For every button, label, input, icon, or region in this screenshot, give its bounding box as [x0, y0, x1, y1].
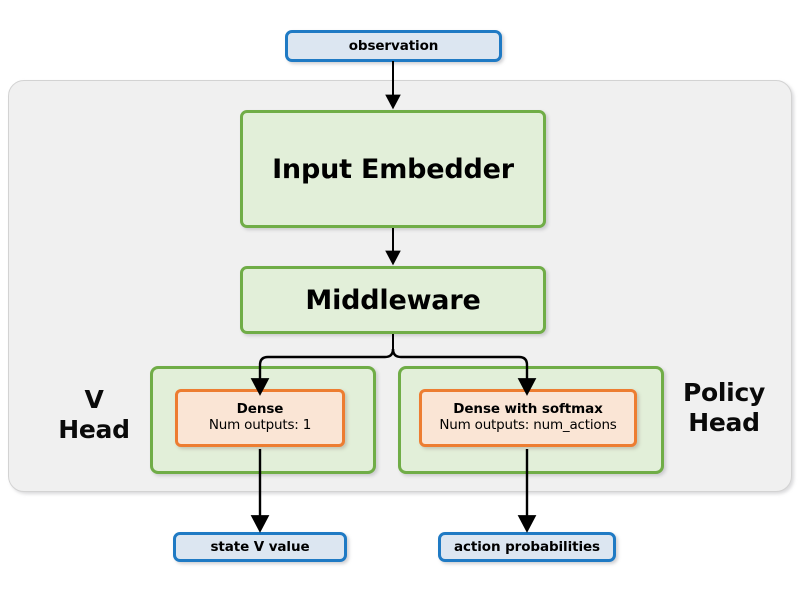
node-state-v-value[interactable]: state V value: [173, 532, 347, 562]
label-policy-head: Policy Head: [664, 378, 784, 437]
node-action-probabilities[interactable]: action probabilities: [438, 532, 616, 562]
label-v-head: V Head: [42, 385, 146, 444]
node-policy-head-dense-title: Dense with softmax: [453, 400, 603, 417]
node-state-v-value-label: state V value: [210, 539, 310, 555]
node-v-head-dense-title: Dense: [236, 400, 284, 417]
node-middleware-label: Middleware: [305, 284, 481, 316]
node-policy-head-dense-subtitle: Num outputs: num_actions: [439, 417, 617, 434]
node-policy-head-dense[interactable]: Dense with softmax Num outputs: num_acti…: [419, 389, 637, 447]
node-v-head-dense-subtitle: Num outputs: 1: [208, 417, 312, 434]
label-policy-head-line1: Policy: [683, 378, 765, 407]
label-v-head-line1: V: [84, 385, 104, 414]
node-action-probabilities-label: action probabilities: [454, 539, 600, 555]
node-observation-label: observation: [348, 38, 439, 54]
node-middleware[interactable]: Middleware: [240, 266, 546, 334]
node-input-embedder-label: Input Embedder: [272, 153, 514, 185]
node-v-head-dense[interactable]: Dense Num outputs: 1: [175, 389, 345, 447]
node-input-embedder[interactable]: Input Embedder: [240, 110, 546, 228]
label-policy-head-line2: Head: [688, 407, 760, 437]
label-v-head-line2: Head: [58, 414, 130, 444]
node-observation[interactable]: observation: [285, 30, 502, 62]
